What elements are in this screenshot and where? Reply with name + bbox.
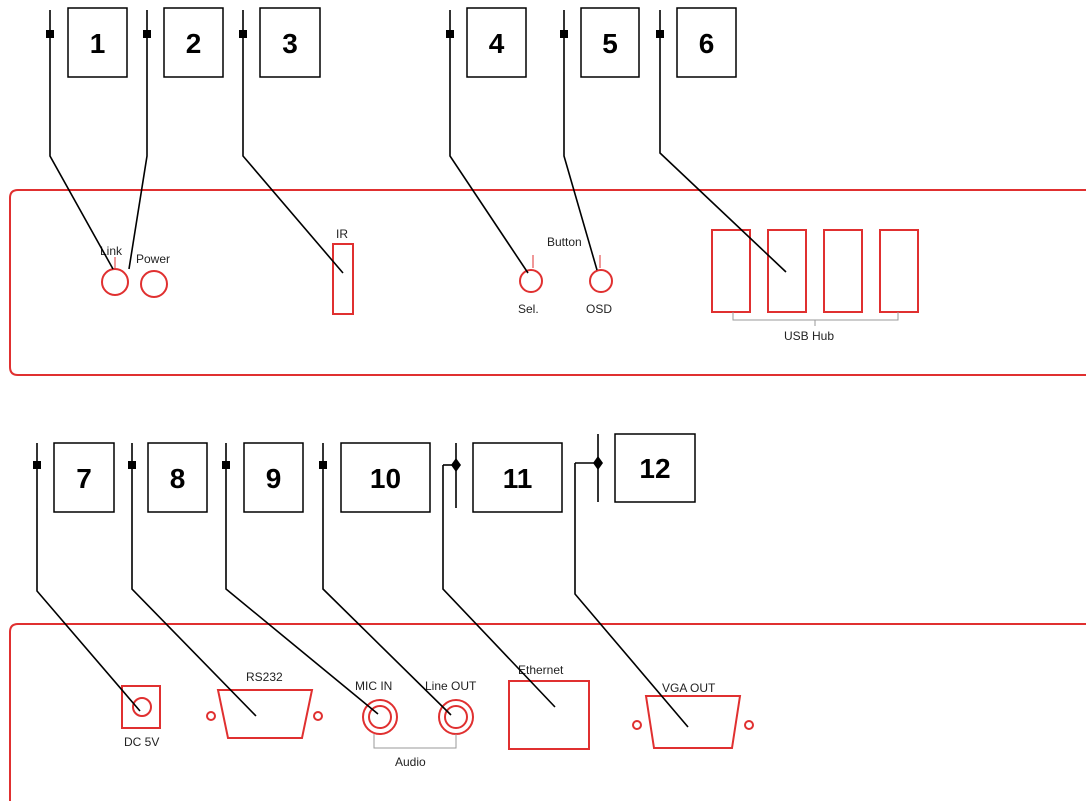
usb-port-4 (879, 229, 919, 313)
osd-label: OSD (586, 302, 612, 316)
dc-label: DC 5V (124, 735, 159, 749)
callout-12-box (614, 433, 696, 503)
ir-window (332, 243, 354, 315)
vga-out-connector (644, 695, 742, 749)
callout-3-box (259, 7, 321, 78)
callout-10-number: 10 (370, 463, 401, 494)
callout-4-tick (446, 30, 454, 38)
dc-jack (132, 697, 152, 717)
callout-9-tick (222, 461, 230, 469)
callout-6-box (676, 7, 737, 78)
callout-5-tick (560, 30, 568, 38)
dc-jack-housing (121, 685, 161, 729)
ethernet-label: Ethernet (518, 663, 564, 677)
callout-12-number: 12 (639, 453, 670, 484)
callout-3-number: 3 (282, 28, 298, 59)
rear-panel-outline (9, 623, 1086, 801)
usb-port-1 (711, 229, 751, 313)
ir-label: IR (336, 227, 348, 241)
callout-6-number: 6 (699, 28, 715, 59)
callout-3-tick (239, 30, 247, 38)
callout-8-box (147, 442, 208, 513)
callout-5-box (580, 7, 640, 78)
callout-4-number: 4 (489, 28, 505, 59)
usb-port-2 (767, 229, 807, 313)
usb-hub-bracket (732, 312, 899, 326)
callout-7-leader (36, 508, 141, 712)
callout-7-box (53, 442, 115, 513)
button-label: Button (547, 235, 582, 249)
callout-11-leader (442, 465, 556, 708)
audio-label: Audio (395, 755, 426, 769)
callout-9-number: 9 (266, 463, 282, 494)
callout-7-tick (33, 461, 41, 469)
callout-8-tick (128, 461, 136, 469)
callout-10-tick (319, 461, 327, 469)
vga-screw-left (632, 720, 642, 730)
sel-label: Sel. (518, 302, 539, 316)
callout-11-box (472, 442, 563, 513)
rs232-screw-right (313, 711, 323, 721)
callout-8-number: 8 (170, 463, 186, 494)
callout-2-box (163, 7, 224, 78)
callout-1-tick (46, 30, 54, 38)
callout-8-leader (131, 508, 257, 717)
ethernet-port (508, 680, 590, 750)
osd-button (589, 269, 613, 293)
callout-10-leader (322, 508, 452, 716)
callout-1-leader (49, 72, 114, 270)
callout-12-leader (574, 463, 689, 728)
sel-button (519, 269, 543, 293)
callout-9-box (243, 442, 304, 513)
callout-5-number: 5 (602, 28, 618, 59)
callout-6-tick (656, 30, 664, 38)
rs232-connector (216, 689, 314, 739)
audio-bracket (373, 734, 457, 749)
callout-5-leader (563, 72, 598, 271)
rs232-screw-left (206, 711, 216, 721)
power-led (140, 270, 168, 298)
callout-1-box (67, 7, 128, 78)
callout-3-leader (242, 72, 344, 274)
callout-2-number: 2 (186, 28, 202, 59)
callout-4-leader (449, 72, 529, 274)
callout-7-number: 7 (76, 463, 92, 494)
callout-2-tick (143, 30, 151, 38)
front-panel-outline (9, 189, 1086, 376)
usb-port-3 (823, 229, 863, 313)
power-label: Power (136, 252, 170, 266)
vga-screw-right (744, 720, 754, 730)
line-out-jack-inner (444, 705, 468, 729)
mic-in-jack-outer (362, 699, 398, 735)
callout-11-number: 11 (503, 463, 533, 494)
callout-10-box (340, 442, 431, 513)
line-out-label: Line OUT (425, 679, 477, 693)
vga-out-label: VGA OUT (662, 681, 716, 695)
rs232-label: RS232 (246, 670, 283, 684)
usb-hub-label: USB Hub (784, 329, 834, 343)
callout-4-box (466, 7, 527, 78)
callout-2-leader (128, 72, 148, 270)
callout-6-leader (659, 72, 787, 273)
callout-9-leader (225, 508, 379, 715)
link-led (101, 268, 129, 296)
mic-in-label: MIC IN (355, 679, 392, 693)
mic-in-jack-inner (368, 705, 392, 729)
callout-1-number: 1 (90, 28, 106, 59)
